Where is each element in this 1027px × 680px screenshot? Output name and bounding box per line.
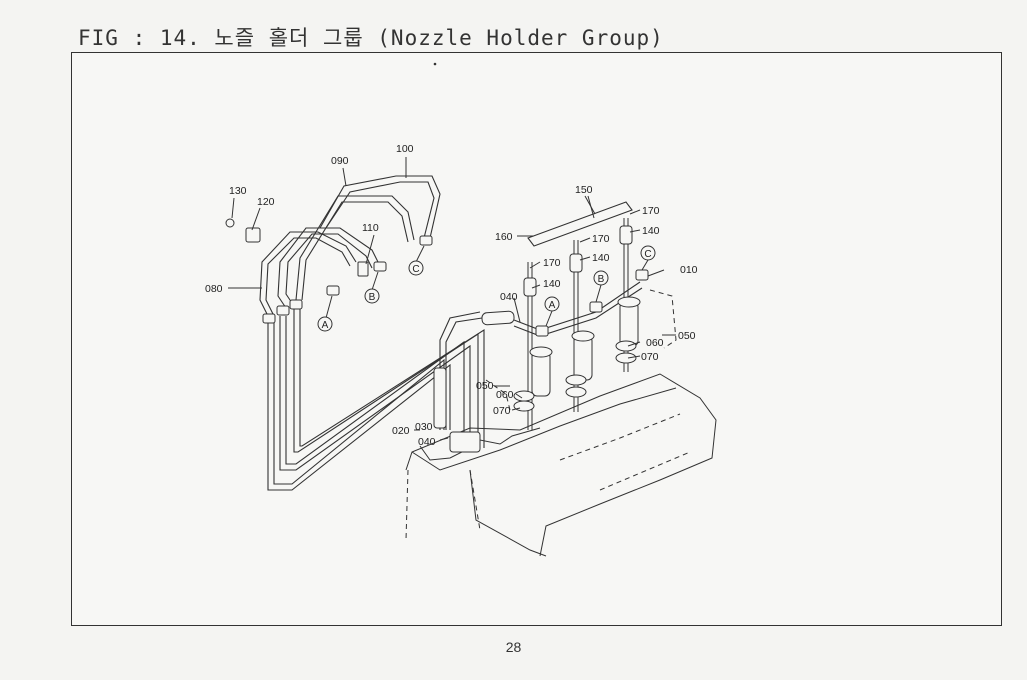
connection-markers: A B C A B C [317,245,656,332]
callout-labels: 080 090 100 110 120 130 150 160 170 170 … [205,143,698,448]
callout-060-right: 060 [646,337,664,349]
bolt-130 [225,218,235,228]
callout-150: 150 [575,184,593,196]
callout-170-c: 170 [642,205,660,217]
clamp-110 [357,261,369,277]
callout-050-right: 050 [678,330,696,342]
callout-110: 110 [362,222,379,234]
callout-140-b: 140 [592,252,610,264]
upper-pipe-loops [259,175,441,317]
callout-120: 120 [257,196,275,208]
diagram-frame [71,52,1002,626]
callout-080: 080 [205,283,223,295]
return-hose [433,281,643,430]
callout-050-left: 050 [476,380,494,392]
upper-leaders [228,157,425,319]
marker-c-left: C [412,264,419,275]
callout-160: 160 [495,231,513,243]
clamp-120 [245,227,261,243]
callout-040-bottom: 040 [418,436,436,448]
callout-040-top: 040 [500,291,518,303]
marker-b-left: B [369,292,376,303]
right-leaders [414,195,676,441]
callout-090: 090 [331,155,349,167]
marker-a-right: A [549,300,556,311]
marker-c-right: C [644,249,651,260]
marker-b-right: B [598,274,605,285]
nozzle-holder-1 [513,262,553,430]
engine-block-outline [405,289,717,557]
nozzle-holder-2 [565,240,603,412]
leak-off-pipe-150 [527,195,633,247]
callout-060-left: 060 [496,389,514,401]
injection-pipe-bundle [267,308,485,491]
callout-130: 130 [229,185,247,197]
callout-070-left: 070 [493,405,511,417]
callout-170-a: 170 [543,257,561,269]
page-number: 28 [505,639,522,655]
callout-030: 030 [415,421,433,433]
marker-a-left: A [322,320,329,331]
pipe-nuts [225,218,433,324]
dot-mark [433,62,437,66]
callout-170-b: 170 [592,233,610,245]
callout-100: 100 [396,143,414,155]
nozzle-holder-3 [615,218,649,372]
callout-140-a: 140 [543,278,561,290]
callout-020: 020 [392,425,410,437]
callout-070-right: 070 [641,351,659,363]
figure-title: FIG : 14. 노즐 홀더 그룹 (Nozzle Holder Group) [78,26,664,50]
callout-010: 010 [680,264,698,276]
callout-140-c: 140 [642,225,660,237]
